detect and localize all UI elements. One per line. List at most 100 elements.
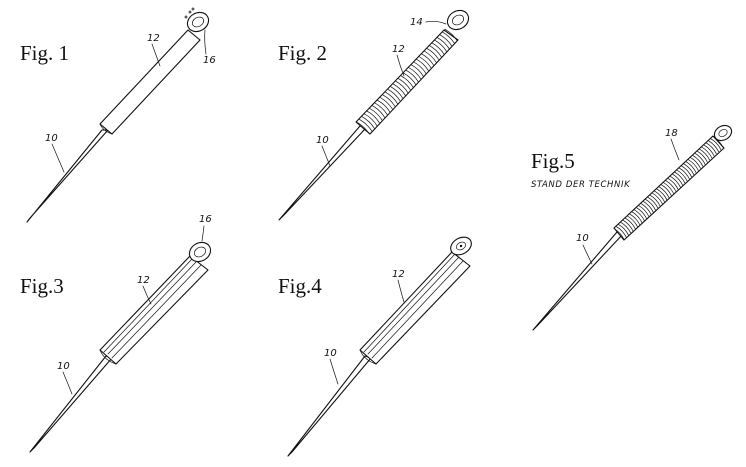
- coil-winding: [377, 99, 391, 113]
- coil-winding: [676, 169, 688, 182]
- coil-winding: [421, 53, 435, 66]
- figure-2: Fig. 2 12 14 10: [278, 9, 470, 221]
- coil-winding: [405, 69, 419, 83]
- fig2-label-needle: 10: [316, 135, 329, 146]
- coil-winding: [654, 190, 665, 203]
- coil-winding: [395, 80, 409, 94]
- coil-winding: [629, 213, 641, 226]
- figure-4: Fig.4 12 10: [278, 236, 472, 457]
- fig5-loop-icon: [713, 124, 733, 142]
- fig1-label-handle: 12: [147, 33, 160, 44]
- coil-winding: [434, 39, 448, 53]
- coil-winding: [699, 148, 710, 161]
- coil-winding: [366, 110, 380, 124]
- coil-winding: [678, 167, 690, 180]
- coil-winding: [356, 121, 370, 135]
- coil-winding: [674, 171, 686, 184]
- coil-winding: [705, 142, 717, 155]
- coil-winding: [431, 42, 445, 55]
- coil-winding: [622, 219, 634, 232]
- coil-winding: [397, 78, 411, 91]
- coil-winding: [663, 182, 674, 194]
- fig4-title: Fig.4: [278, 274, 322, 298]
- coil-winding: [428, 45, 442, 58]
- coil-winding: [416, 58, 430, 72]
- fig2-title: Fig. 2: [278, 41, 327, 65]
- fig3-handle: [99, 255, 209, 365]
- fig5-needle: [532, 231, 624, 331]
- coil-winding: [615, 226, 627, 238]
- coil-winding: [640, 203, 652, 215]
- fig2-coil-windings: [356, 28, 458, 135]
- coil-winding: [658, 186, 670, 199]
- coil-winding: [426, 47, 440, 61]
- fig4-label-handle: 12: [392, 269, 405, 280]
- coil-winding: [359, 119, 373, 132]
- fig5-caption: STAND DER TECHNIK: [531, 180, 631, 190]
- fig3-needle: [29, 355, 113, 453]
- coil-winding: [439, 34, 453, 47]
- fig2-label-handle: 12: [392, 44, 405, 55]
- fig3-title: Fig.3: [20, 274, 64, 298]
- coil-winding: [361, 116, 375, 129]
- fig1-label-loop: 16: [203, 55, 216, 66]
- coil-winding: [392, 83, 406, 96]
- coil-winding: [390, 86, 404, 99]
- coil-winding: [364, 113, 378, 126]
- coil-winding: [633, 209, 645, 222]
- coil-winding: [649, 194, 661, 207]
- figure-1: Fig. 1 12 16 10: [20, 7, 216, 223]
- fig4-label-needle: 10: [324, 348, 337, 359]
- coil-winding: [638, 205, 650, 217]
- coil-winding: [651, 192, 663, 205]
- coil-winding: [687, 159, 699, 171]
- coil-winding: [379, 97, 393, 110]
- fig3-label-handle: 12: [137, 275, 150, 286]
- fig4-needle: [287, 355, 372, 457]
- coil-winding: [692, 154, 704, 167]
- fig2-label-loop: 14: [410, 17, 423, 28]
- coil-winding: [669, 175, 681, 188]
- coil-winding: [382, 94, 396, 107]
- coil-winding: [408, 67, 422, 80]
- coil-winding: [685, 161, 697, 173]
- fig1-ring-icon: [184, 7, 210, 33]
- coil-winding: [387, 88, 401, 102]
- coil-winding: [665, 180, 677, 192]
- coil-winding: [647, 196, 659, 209]
- fig1-needle: [26, 129, 109, 223]
- fig3-label-loop: 16: [199, 214, 212, 225]
- coil-winding: [703, 144, 715, 157]
- fig1-handle: [99, 29, 201, 135]
- coil-winding: [683, 163, 695, 176]
- coil-winding: [712, 136, 724, 148]
- fig5-title: Fig.5: [531, 149, 575, 173]
- coil-winding: [423, 50, 437, 64]
- fig1-label-needle: 10: [45, 133, 58, 144]
- coil-winding: [701, 146, 713, 159]
- coil-winding: [696, 150, 708, 163]
- fig5-coil-windings: [613, 136, 724, 240]
- coil-winding: [441, 31, 455, 44]
- coil-winding: [660, 184, 672, 196]
- fig1-title: Fig. 1: [20, 41, 69, 65]
- coil-winding: [645, 198, 656, 211]
- coil-winding: [372, 105, 386, 118]
- coil-winding: [384, 91, 398, 105]
- fig4-end-cap-icon: [450, 236, 472, 256]
- coil-winding: [410, 64, 424, 77]
- coil-winding: [656, 188, 668, 201]
- fig4-handle: [359, 251, 471, 365]
- coil-winding: [624, 217, 636, 230]
- coil-winding: [642, 200, 654, 213]
- fig3-label-needle: 10: [57, 361, 70, 372]
- figure-5: Fig.5 STAND DER TECHNIK 18 10: [531, 124, 733, 331]
- coil-winding: [708, 140, 719, 153]
- coil-winding: [627, 215, 638, 228]
- fig5-label-needle: 10: [576, 233, 589, 244]
- fig2-loop-icon: [446, 9, 470, 31]
- coil-winding: [403, 72, 417, 85]
- coil-winding: [672, 173, 683, 186]
- fig5-label-handle: 18: [665, 128, 678, 139]
- coil-winding: [413, 61, 427, 75]
